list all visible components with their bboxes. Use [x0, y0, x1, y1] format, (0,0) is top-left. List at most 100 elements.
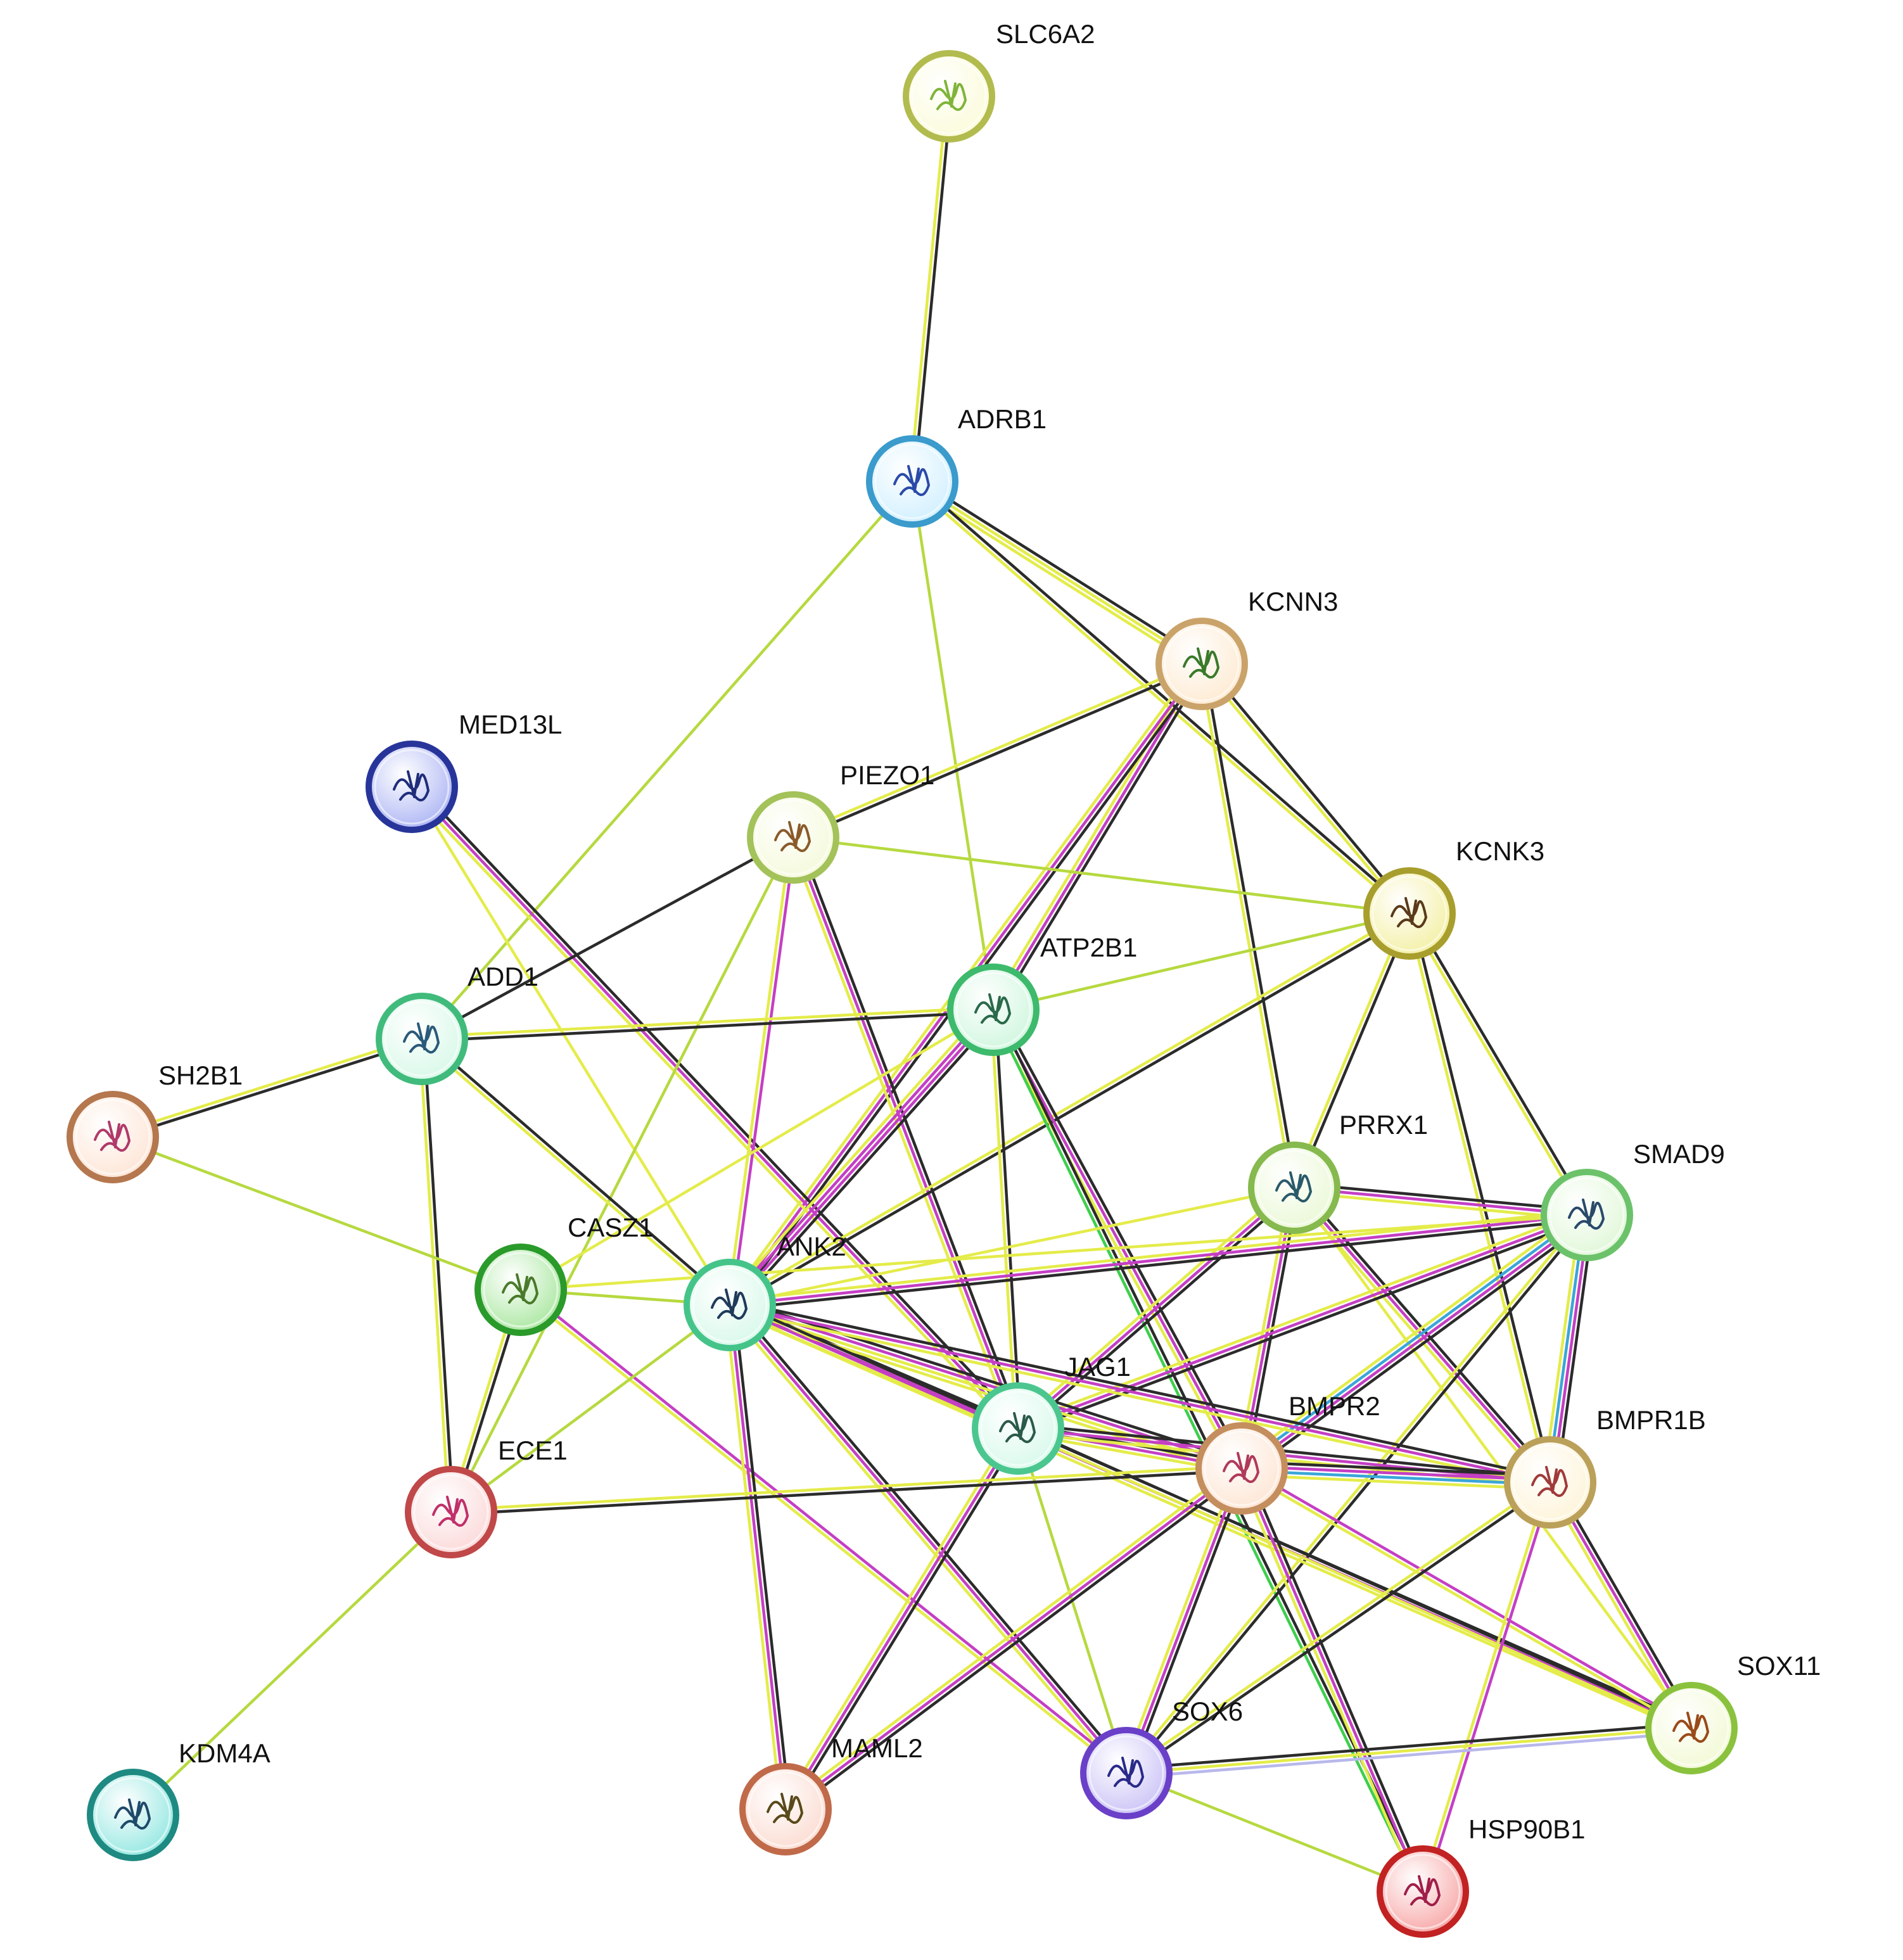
- node-hsp90b1[interactable]: HSP90B1: [1377, 1814, 1585, 1938]
- edge-ECE1-KDM4A[interactable]: [131, 1510, 453, 1817]
- edge-PIEZO1-KCNK3[interactable]: [791, 836, 1411, 915]
- edge-BMPR2-ECE1[interactable]: [449, 1465, 1244, 1516]
- protein-structure-icon: [1531, 1466, 1568, 1498]
- edge-SH2B1-CASZ1[interactable]: [111, 1135, 523, 1292]
- edge-CASZ1-SOX6[interactable]: [518, 1287, 1130, 1776]
- edge-ANK2-ECE1[interactable]: [449, 1303, 732, 1514]
- edge-evidence-line: [519, 1008, 995, 1292]
- protein-structure-icon: [930, 80, 967, 111]
- edge-ANK2-BMPR1B[interactable]: [727, 1299, 1553, 1489]
- edge-PRRX1-SOX11[interactable]: [1292, 1186, 1693, 1730]
- edge-evidence-line: [1126, 1482, 1553, 1777]
- edge-ADD1-ANK2[interactable]: [419, 1036, 733, 1308]
- edge-ATP2B1-ADD1[interactable]: [420, 1006, 995, 1043]
- edge-BMPR2-SOX6[interactable]: [1121, 1465, 1247, 1776]
- edge-SMAD9-SOX6[interactable]: [1123, 1212, 1590, 1776]
- node-adrb1[interactable]: ADRB1: [866, 404, 1047, 528]
- node-sox6[interactable]: SOX6: [1080, 1696, 1243, 1819]
- node-kcnn3[interactable]: KCNN3: [1155, 587, 1338, 710]
- node-sh2b1[interactable]: SH2B1: [67, 1060, 243, 1183]
- edge-evidence-line: [910, 480, 995, 1012]
- edge-PIEZO1-ANK2[interactable]: [726, 836, 797, 1307]
- edge-ATP2B1-BMPR2[interactable]: [988, 1006, 1247, 1472]
- edge-evidence-line: [723, 1304, 783, 1812]
- node-casz1[interactable]: CASZ1: [474, 1212, 653, 1336]
- edge-evidence-line: [1124, 1726, 1693, 1775]
- edge-PRRX1-ANK2[interactable]: [728, 1186, 1296, 1307]
- protein-structure-icon: [1107, 1757, 1144, 1788]
- edge-evidence-line: [1419, 1480, 1550, 1893]
- edge-KCNN3-KCNK3[interactable]: [1199, 661, 1413, 917]
- node-sox11[interactable]: SOX11: [1645, 1651, 1821, 1774]
- edge-evidence-line: [727, 910, 1410, 1305]
- node-slc6a2[interactable]: SLC6A2: [903, 19, 1095, 143]
- node-label: ECE1: [498, 1435, 568, 1465]
- edge-evidence-line: [792, 664, 1204, 841]
- edge-BMPR1B-SOX6[interactable]: [1123, 1479, 1553, 1777]
- edge-ANK2-MAML2[interactable]: [723, 1302, 792, 1812]
- edge-BMPR2-HSP90B1[interactable]: [1236, 1465, 1429, 1895]
- edge-ADRB1-KCNN3[interactable]: [908, 476, 1206, 670]
- edge-evidence-line: [723, 1003, 990, 1302]
- node-add1[interactable]: ADD1: [376, 962, 538, 1085]
- edge-KCNN3-ATP2B1[interactable]: [988, 660, 1207, 1014]
- edge-ADD1-SH2B1[interactable]: [110, 1035, 424, 1141]
- node-smad9[interactable]: SMAD9: [1541, 1139, 1725, 1261]
- edge-BMPR2-BMPR1B[interactable]: [1240, 1460, 1552, 1491]
- edge-ADRB1-KCNK3[interactable]: [909, 478, 1413, 917]
- edge-evidence-line: [1240, 1465, 1552, 1482]
- edge-evidence-line: [1018, 1218, 1590, 1434]
- node-highlight: [748, 1771, 824, 1847]
- edge-PIEZO1-ADD1[interactable]: [420, 836, 795, 1041]
- node-prrx1[interactable]: PRRX1: [1248, 1110, 1428, 1234]
- edge-ATP2B1-ANK2[interactable]: [723, 1003, 1000, 1311]
- edge-PRRX1-JAG1[interactable]: [1014, 1183, 1299, 1434]
- edge-KCNK3-ANK2[interactable]: [727, 910, 1412, 1309]
- edge-ADRB1-ATP2B1[interactable]: [910, 480, 995, 1012]
- node-jag1[interactable]: JAG1: [972, 1352, 1131, 1475]
- edge-KCNN3-PIEZO1[interactable]: [791, 660, 1204, 841]
- node-med13l[interactable]: MED13L: [366, 710, 562, 833]
- node-bmpr1b[interactable]: BMPR1B: [1504, 1405, 1706, 1529]
- edge-ADD1-ECE1[interactable]: [418, 1037, 455, 1514]
- node-label: PIEZO1: [840, 760, 934, 790]
- edge-evidence-line: [991, 912, 1411, 1012]
- edge-evidence-line: [732, 1302, 792, 1810]
- node-maml2[interactable]: MAML2: [739, 1733, 923, 1855]
- edge-evidence-line: [786, 1470, 1246, 1814]
- node-kdm4a[interactable]: KDM4A: [87, 1738, 270, 1861]
- node-kcnk3[interactable]: KCNK3: [1363, 836, 1544, 960]
- edge-KCNK3-BMPR1B[interactable]: [1406, 911, 1554, 1485]
- edge-evidence-line: [449, 1465, 1244, 1511]
- node-ank2[interactable]: ANK2: [684, 1231, 846, 1351]
- node-highlight: [413, 1474, 489, 1550]
- edge-PIEZO1-JAG1[interactable]: [787, 834, 1024, 1432]
- edge-BMPR2-MAML2[interactable]: [781, 1463, 1246, 1814]
- node-label: SLC6A2: [996, 19, 1095, 49]
- edge-KCNN3-PRRX1[interactable]: [1198, 662, 1298, 1190]
- node-bmpr2[interactable]: BMPR2: [1195, 1391, 1380, 1515]
- node-ece1[interactable]: ECE1: [405, 1435, 568, 1558]
- edge-ANK2-SOX6[interactable]: [725, 1301, 1131, 1778]
- node-piezo1[interactable]: PIEZO1: [747, 760, 934, 884]
- edge-BMPR2-SOX11[interactable]: [1238, 1465, 1695, 1732]
- edge-MED13L-JAG1[interactable]: [407, 782, 1023, 1434]
- edge-KCNK3-SMAD9[interactable]: [1406, 910, 1591, 1218]
- edge-evidence-line: [730, 1010, 996, 1308]
- edge-BMPR1B-HSP90B1[interactable]: [1419, 1480, 1554, 1894]
- edge-KCNK3-PRRX1[interactable]: [1290, 911, 1413, 1190]
- edge-MED13L-ANK2[interactable]: [410, 785, 732, 1307]
- edge-SOX6-HSP90B1[interactable]: [1124, 1771, 1425, 1893]
- edge-PIEZO1-ECE1[interactable]: [449, 836, 795, 1514]
- edge-BMPR1B-SOX11[interactable]: [1544, 1479, 1697, 1732]
- edge-ATP2B1-CASZ1[interactable]: [519, 1008, 995, 1292]
- edge-KCNK3-ATP2B1[interactable]: [991, 912, 1411, 1012]
- node-label: JAG1: [1064, 1352, 1131, 1382]
- edge-SLC6A2-ADRB1[interactable]: [908, 94, 953, 483]
- node-atp2b1[interactable]: ATP2B1: [947, 932, 1137, 1056]
- edge-ATP2B1-JAG1[interactable]: [990, 1008, 1022, 1430]
- edge-SOX6-SOX11[interactable]: [1124, 1722, 1693, 1779]
- edge-ADRB1-ADD1[interactable]: [420, 480, 914, 1041]
- protein-structure-icon: [1183, 647, 1219, 679]
- edge-JAG1-MAML2[interactable]: [780, 1425, 1024, 1813]
